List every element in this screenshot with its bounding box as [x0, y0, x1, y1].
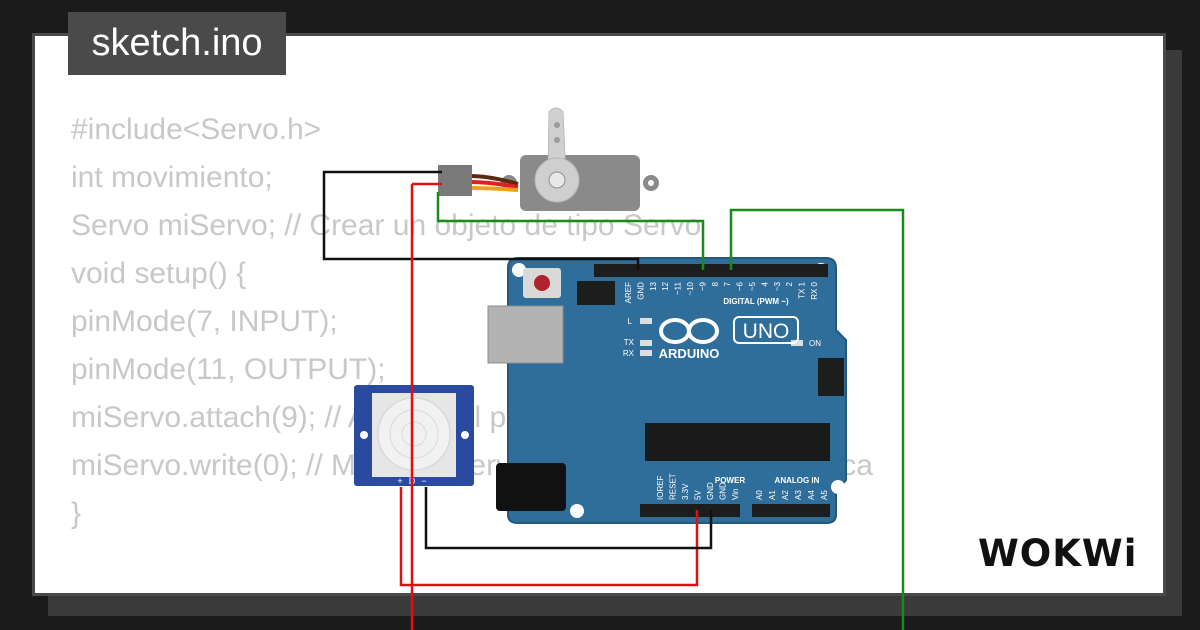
pir-pin-label: −	[421, 476, 426, 486]
pin-label: A0	[755, 490, 764, 500]
pin-label: 13	[649, 281, 658, 290]
led-label-l: L	[628, 317, 633, 326]
analog-header-label: ANALOG IN	[775, 476, 820, 485]
pin-label: 3.3V	[681, 483, 690, 500]
microcontroller-chip	[645, 423, 830, 461]
pin-label: 12	[661, 281, 670, 290]
led-label-on: ON	[809, 339, 821, 348]
pin-label: AREF	[624, 282, 633, 303]
board-model-label: UNO	[743, 320, 790, 343]
pir-sensor-icon[interactable]	[354, 385, 474, 486]
icsp-header-right	[818, 358, 844, 396]
code-line: pinMode(7, INPUT);	[71, 305, 338, 338]
pin-label: ~6	[736, 281, 745, 291]
pin-label: ~5	[748, 281, 757, 291]
arduino-uno-board[interactable]	[487, 257, 847, 524]
pin-label: TX 1	[798, 281, 807, 298]
code-line: int movimiento;	[71, 161, 273, 194]
pin-label: GND	[636, 282, 645, 300]
analog-pin-labels: A0 A1 A2 A3 A4 A5	[755, 490, 829, 500]
wires	[322, 170, 905, 630]
code-line: }	[71, 497, 82, 530]
power-header-label: POWER	[715, 476, 745, 485]
pin-label: A2	[781, 490, 790, 500]
pin-label: ~11	[674, 281, 683, 295]
pin-label: A4	[807, 490, 816, 500]
servo-connector	[438, 165, 472, 196]
arduino-infinity-icon	[659, 318, 719, 344]
pin-label: RX 0	[810, 281, 819, 299]
pin-label: 4	[760, 281, 769, 286]
pin-label: ~3	[773, 281, 782, 291]
code-line: Servo miServo; // Crear un objeto de tip…	[71, 209, 702, 242]
pin-label: A3	[794, 490, 803, 500]
code-line: pinMode(11, OUTPUT);	[71, 353, 386, 386]
pin-label: Vin	[731, 489, 740, 500]
pin-label: ~10	[686, 281, 695, 295]
pin-label: 7	[723, 281, 732, 286]
code-line: void setup() {	[71, 257, 247, 290]
pin-label: RESET	[669, 473, 678, 500]
power-jack	[496, 463, 566, 511]
pin-label: ~9	[698, 281, 707, 291]
icsp-header	[577, 281, 615, 305]
pin-label: GND	[719, 482, 728, 500]
file-tab[interactable]: sketch.ino	[68, 12, 286, 75]
led-label-tx: TX	[624, 338, 635, 347]
usb-connector	[487, 305, 564, 364]
pin-label: 2	[785, 281, 794, 286]
servo-motor-icon[interactable]	[501, 107, 659, 211]
digital-header	[594, 264, 828, 277]
pin-label: IOREF	[656, 475, 665, 500]
pin-label: GND	[706, 482, 715, 500]
pin-label: A1	[768, 490, 777, 500]
power-header	[640, 504, 740, 517]
pin-label: 8	[711, 281, 720, 286]
analog-header	[752, 504, 830, 517]
wokwi-logo-text: WOKWi	[978, 532, 1137, 575]
board-brand-label: ARDUINO	[659, 346, 720, 361]
wokwi-logo[interactable]: WOKWi	[976, 528, 1151, 578]
pin-label: A5	[820, 490, 829, 500]
led-label-rx: RX	[623, 349, 635, 358]
code-line: #include<Servo.h>	[71, 113, 322, 146]
pin-label: 5V	[694, 490, 703, 500]
pir-pin-label: +	[397, 476, 402, 486]
digital-header-label: DIGITAL (PWM ~)	[723, 297, 789, 306]
